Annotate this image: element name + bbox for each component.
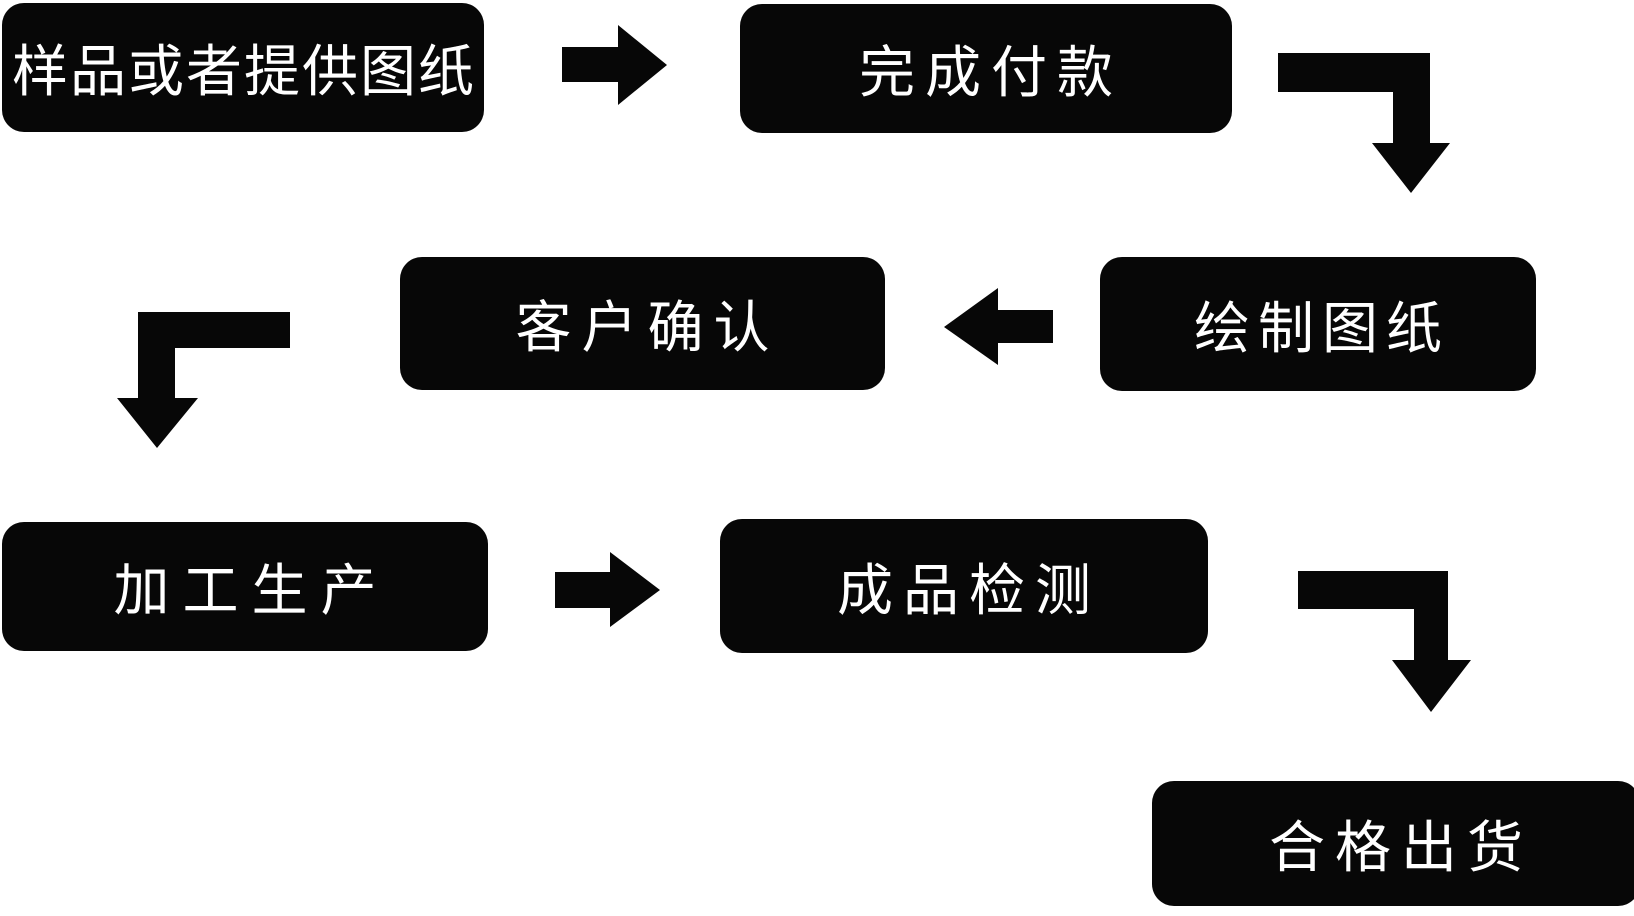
elbow-right-down-arrow-icon — [1298, 571, 1471, 712]
flow-node-label: 合格出货 — [1269, 816, 1533, 879]
flow-node-production: 加工生产 — [2, 522, 488, 651]
right-arrow-icon — [555, 552, 660, 627]
flow-node-label: 成品检测 — [837, 558, 1101, 622]
right-arrow-icon — [562, 25, 667, 105]
flow-node-label: 加工生产 — [113, 559, 390, 622]
flow-node-complete-payment: 完成付款 — [740, 4, 1232, 133]
flow-node-label: 完成付款 — [859, 41, 1123, 104]
elbow-left-down-arrow-icon — [117, 312, 290, 448]
flow-node-product-inspection: 成品检测 — [720, 519, 1208, 653]
flow-node-label: 样品或者提供图纸 — [12, 40, 476, 103]
flow-node-qualified-shipment: 合格出货 — [1152, 781, 1634, 906]
flow-node-draw-drawings: 绘制图纸 — [1100, 257, 1536, 391]
flow-node-sample-or-drawings: 样品或者提供图纸 — [2, 3, 484, 132]
left-arrow-icon — [944, 288, 1053, 365]
flow-node-label: 客户确认 — [515, 296, 780, 359]
flow-node-customer-confirm: 客户确认 — [400, 257, 885, 390]
elbow-right-down-arrow-icon — [1278, 53, 1450, 193]
flow-node-label: 绘制图纸 — [1194, 296, 1450, 360]
